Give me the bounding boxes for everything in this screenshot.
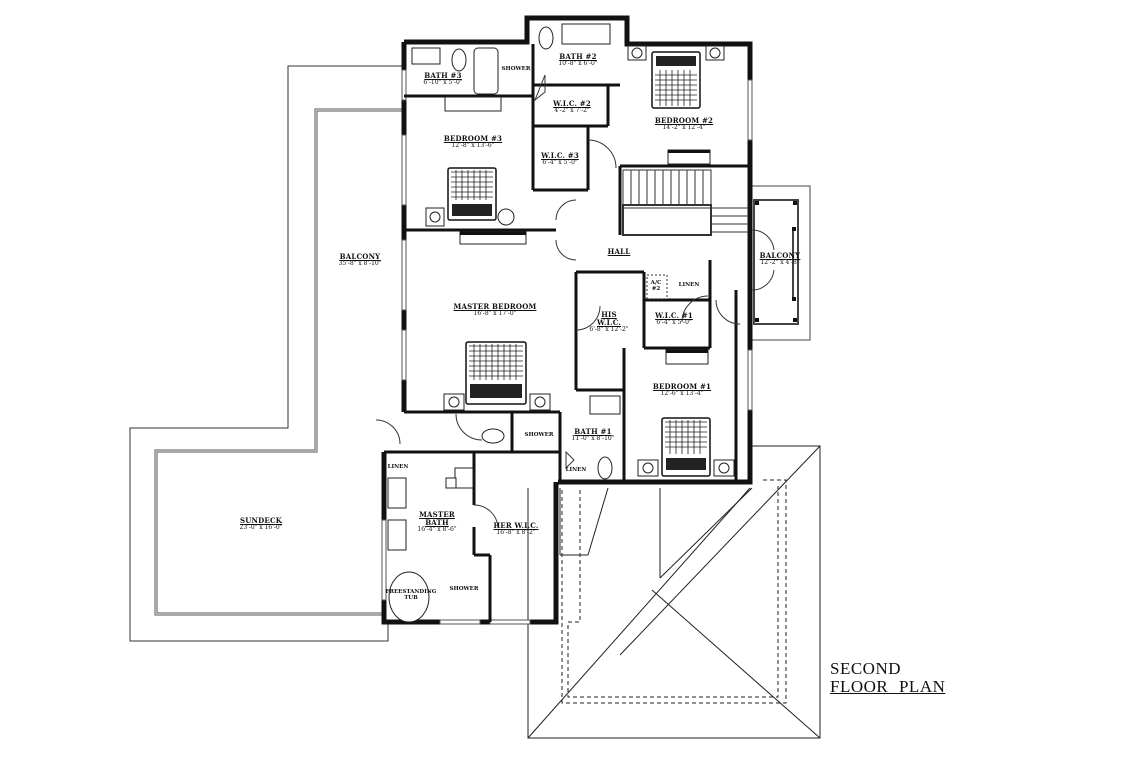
- ac-closet-label: A/C #2: [651, 280, 662, 292]
- linen-closet-bath1: LINEN: [565, 467, 587, 473]
- room-name: W.I.C. #2: [553, 99, 591, 108]
- room-name: BATH #3: [424, 71, 462, 80]
- ac-label-line2: #2: [651, 286, 661, 293]
- room-dimensions: 6'-4" x 5'-0": [542, 159, 578, 167]
- room-dimensions: 12'-8" x 13'-6": [451, 142, 495, 150]
- room-sundeck: SUNDECK 23'-0" x 16'-0": [239, 516, 283, 532]
- room-dimensions: 12'-2" x 4'-8": [760, 259, 800, 267]
- room-dimensions: 35'-8" x 8'-10": [338, 260, 382, 268]
- room-balcony-east: BALCONY 12'-2" x 4'-8": [759, 251, 801, 267]
- room-name: MASTER: [419, 510, 455, 519]
- room-dimensions: 16'-8" x 17'-0": [473, 310, 517, 318]
- room-bath-3: BATH #3 6'-10" x 5'-0": [423, 71, 463, 87]
- room-bath-2: BATH #2 10'-8" x 6'-0": [558, 52, 598, 68]
- ac-closet: [646, 274, 668, 300]
- room-dimensions: 16'-8" x 8'-2": [496, 529, 536, 537]
- shower-label-master: SHOWER: [449, 586, 479, 592]
- room-dimensions: 23'-0" x 16'-0": [239, 524, 283, 532]
- stairs: [622, 169, 748, 236]
- room-dimensions: 4'-2" x 7'-2": [554, 107, 590, 115]
- room-dimensions: 6'-10" x 5'-0": [423, 79, 463, 87]
- room-name: BEDROOM #3: [443, 134, 503, 143]
- roof-outline: [527, 445, 821, 739]
- room-bedroom-1: BEDROOM #1 12'-6" x 13'-4": [652, 382, 712, 398]
- room-dimensions: 10'-8" x 6'-0": [558, 60, 598, 68]
- room-name: BALCONY: [759, 251, 801, 260]
- roof-eave-dashed: [561, 479, 787, 704]
- plan-title-line2: FLOOR PLAN: [830, 677, 946, 697]
- room-wic-3: W.I.C. #3 6'-4" x 5'-0": [541, 151, 579, 167]
- room-name: BEDROOM #1: [652, 382, 712, 391]
- room-bath-1: BATH #1 11'-0" x 8'-10": [571, 427, 615, 443]
- tub-label-line2: TUB: [404, 595, 418, 602]
- right-balcony-posts: [755, 201, 797, 322]
- tub-label-line1: FREESTANDING: [385, 589, 437, 595]
- room-name: HER W.I.C.: [493, 521, 539, 530]
- room-dimensions: 12'-6" x 13'-4": [660, 390, 704, 398]
- plan-title-line1: SECOND: [830, 659, 902, 678]
- room-name: BATH: [425, 518, 449, 528]
- room-master-bath: MASTER BATH 16'-4" x 8'-6": [417, 510, 457, 534]
- linen-closet-master: LINEN: [387, 464, 409, 470]
- room-name: W.I.C. #1: [655, 311, 693, 320]
- balcony-sundeck-outline: [129, 65, 404, 642]
- bed-quilt-grid: [451, 70, 707, 454]
- room-balcony-west: BALCONY 35'-8" x 8'-10": [338, 252, 382, 268]
- room-name: SUNDECK: [239, 516, 283, 525]
- room-name: BEDROOM #2: [654, 116, 714, 125]
- room-hall: HALL: [607, 247, 631, 256]
- room-bedroom-3: BEDROOM #3 12'-8" x 13'-6": [443, 134, 503, 150]
- balcony-railing: [154, 108, 404, 616]
- room-name: W.I.C. #3: [541, 151, 579, 160]
- ac-label-line1: A/C: [650, 280, 662, 286]
- door-swings: [375, 74, 775, 528]
- room-name: HIS: [601, 310, 617, 319]
- room-master-bedroom: MASTER BEDROOM 16'-8" x 17'-0": [453, 302, 537, 318]
- shower-label-bath3: SHOWER: [501, 66, 531, 72]
- shower-label-bath1: SHOWER: [524, 432, 554, 438]
- room-his-wic: HIS W.I.C. 6'-8" x 12'-2": [589, 310, 629, 334]
- bath-fixtures: [387, 23, 621, 623]
- room-name: BALCONY: [339, 252, 381, 261]
- nightstands: [425, 45, 735, 477]
- room-dimensions: 16'-4" x 8'-6": [417, 526, 457, 534]
- room-name: MASTER BEDROOM: [453, 302, 537, 311]
- room-her-wic: HER W.I.C. 16'-8" x 8'-2": [493, 521, 539, 537]
- plan-title: SECOND FLOOR PLAN: [830, 659, 946, 697]
- room-dimensions: 11'-0" x 8'-10": [571, 435, 615, 443]
- room-wic-1: W.I.C. #1 6'-4" x 5'-0": [655, 311, 693, 327]
- room-bedroom-2: BEDROOM #2 14'-2" x 12'-4": [654, 116, 714, 132]
- room-name: BATH #1: [574, 427, 612, 436]
- room-dimensions: 6'-8" x 12'-2": [589, 326, 629, 334]
- right-balcony-outline: [750, 185, 811, 341]
- room-name: HALL: [607, 247, 631, 256]
- room-dimensions: 14'-2" x 12'-4": [662, 124, 706, 132]
- interior-walls: [384, 44, 750, 622]
- room-wic-2: W.I.C. #2 4'-2" x 7'-2": [553, 99, 591, 115]
- pillows: [452, 56, 706, 470]
- room-name: BATH #2: [559, 52, 597, 61]
- dressers: [444, 96, 711, 365]
- room-dimensions: 6'-4" x 5'-0": [656, 319, 692, 327]
- room-name: W.I.C.: [596, 318, 622, 328]
- freestanding-tub-label: FREESTANDING TUB: [386, 589, 437, 601]
- linen-closet-hall: LINEN: [678, 282, 700, 288]
